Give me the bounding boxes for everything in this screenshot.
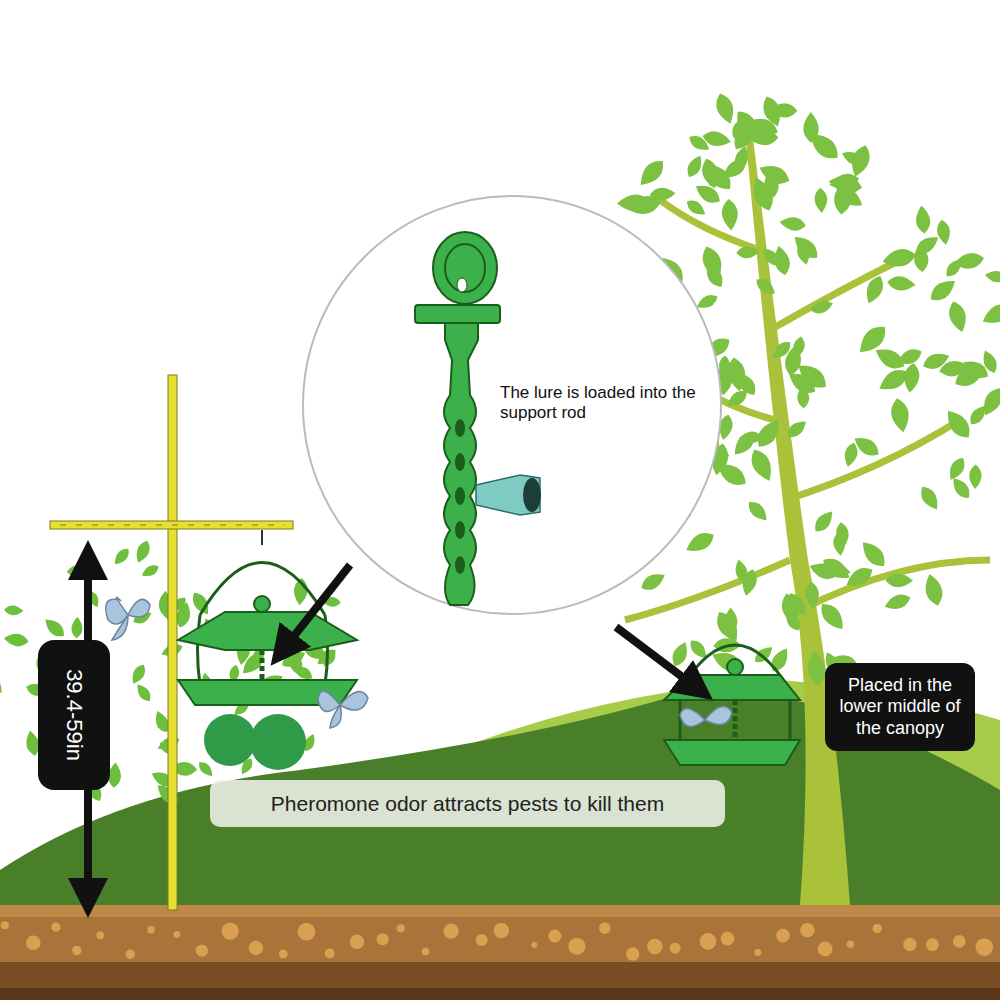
soil-bottom [0,988,1000,1000]
cross-bar [50,521,293,529]
support-pole [168,375,177,910]
small-tree [204,714,256,766]
tree-trunk [745,130,850,905]
node-text: The lure is loaded into the support rod [500,383,700,424]
node-text: Pheromone odor attracts pests to kill th… [263,791,672,816]
lure-callout-circle: The lure is loaded into the support rod [302,195,722,615]
soil-top [0,905,1000,917]
soil-lower [0,962,1000,1000]
left-trap [178,530,357,705]
node-text: Placed in the lower middle of the canopy [825,675,975,740]
right-trap [664,645,800,765]
small-tree [250,714,306,770]
pointer-arrow [616,627,697,688]
note-box: Pheromone odor attracts pests to kill th… [210,780,725,827]
dimension-box: 39.4-59in [38,640,110,790]
placement-box: Placed in the lower middle of the canopy [825,663,975,751]
soil [0,905,1000,1000]
bar-joints [60,525,285,526]
node-text: 39.4-59in [61,669,87,761]
butterfly [106,597,732,728]
pointer-arrow [283,565,350,650]
soil-pebbles [1,921,993,960]
